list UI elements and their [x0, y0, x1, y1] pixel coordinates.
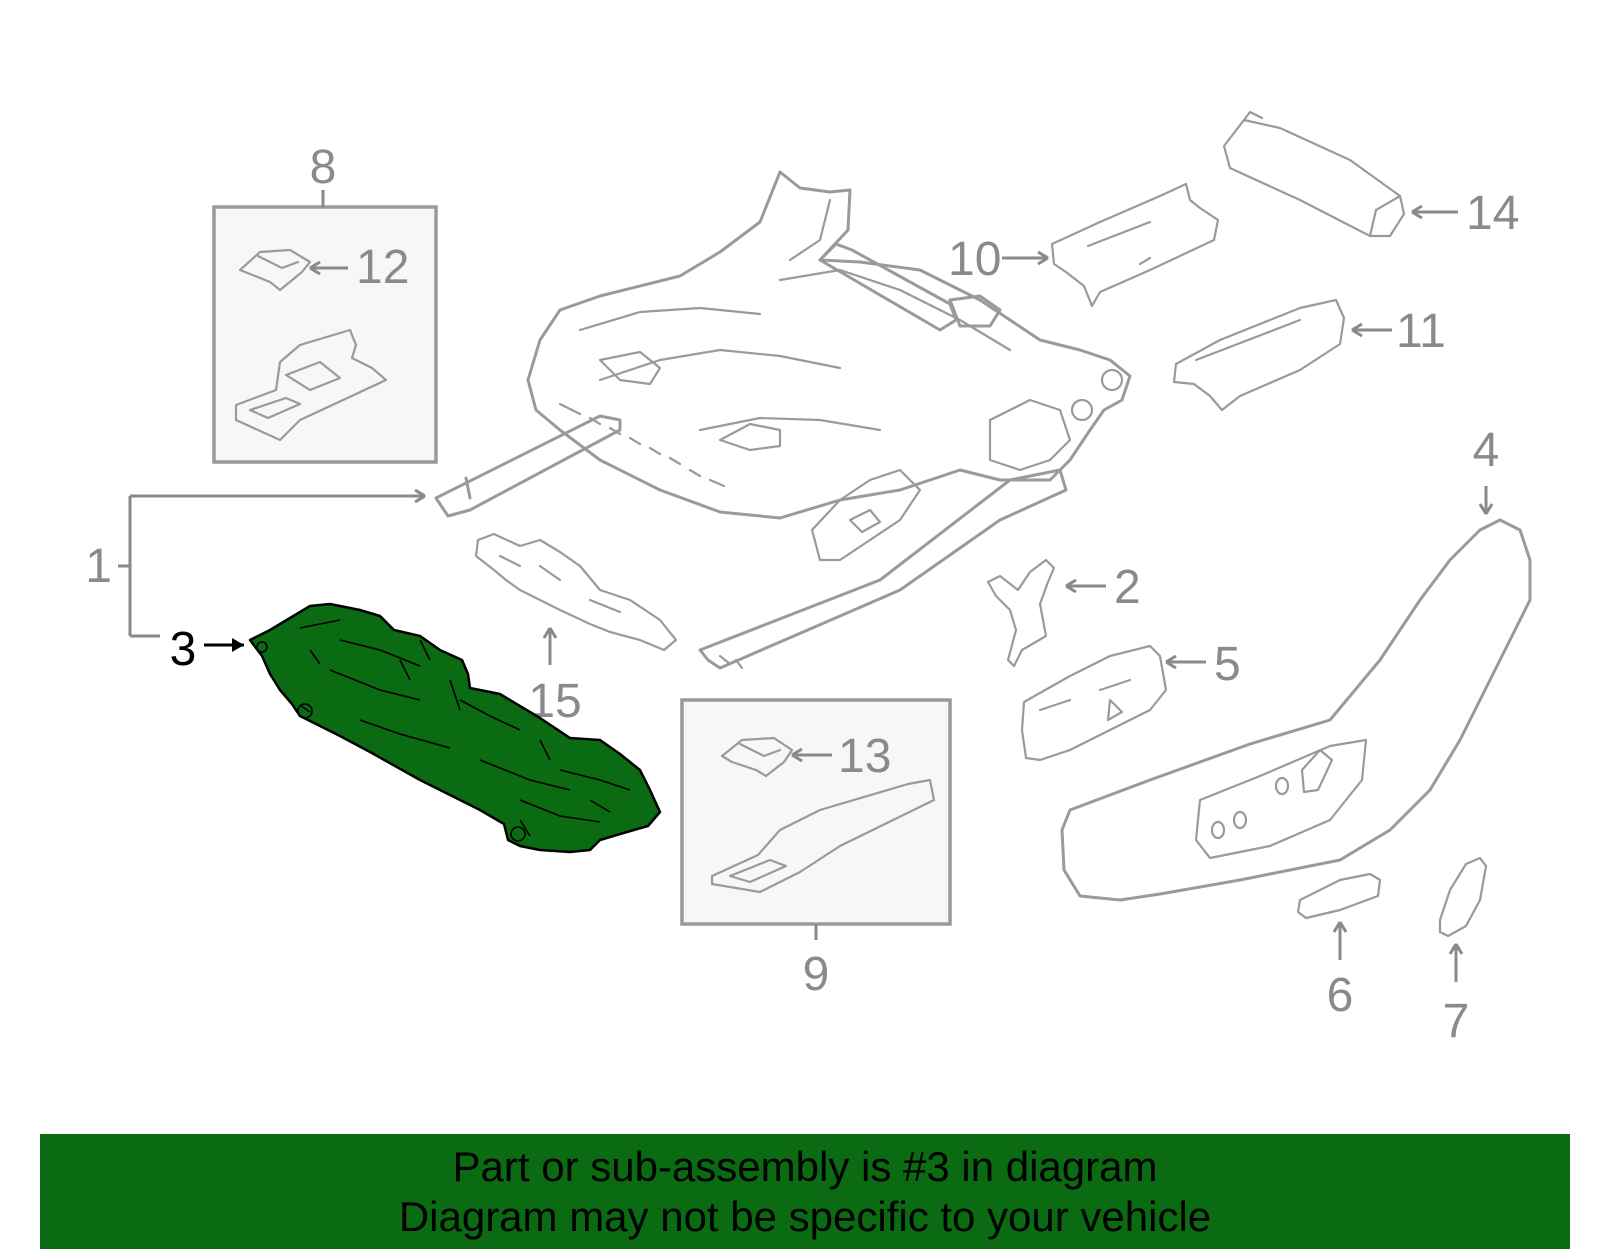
callout-11: 11 [1396, 305, 1446, 358]
callout-8: 8 [310, 141, 337, 194]
inset-box-9 [680, 698, 952, 940]
callout-6: 6 [1327, 969, 1354, 1022]
part-14-module[interactable] [1222, 110, 1458, 238]
callout-7: 7 [1443, 995, 1470, 1048]
part-10-cover[interactable] [1002, 182, 1220, 308]
part-8-bracket[interactable] [234, 328, 388, 442]
part-3-highlighted[interactable] [204, 602, 662, 854]
callout-3: 3 [170, 623, 197, 676]
banner-line-1: Part or sub-assembly is #3 in diagram [452, 1143, 1158, 1190]
part-11-cover[interactable] [1172, 298, 1392, 412]
callout-5: 5 [1214, 638, 1241, 691]
part-4-side-trim[interactable] [1060, 486, 1532, 902]
part-9-bracket[interactable] [710, 778, 936, 894]
callout-14: 14 [1466, 187, 1519, 240]
callout-4: 4 [1473, 424, 1500, 477]
part-13-clip[interactable] [720, 736, 794, 778]
callout-10: 10 [948, 233, 1001, 286]
callout-12: 12 [356, 241, 409, 294]
part-12-clip[interactable] [238, 248, 312, 292]
part-15-harness[interactable] [474, 532, 678, 665]
callout-9: 9 [803, 948, 830, 1001]
callout-13: 13 [838, 730, 891, 783]
banner-line-2: Diagram may not be specific to your vehi… [398, 1193, 1212, 1240]
callout-2: 2 [1114, 561, 1141, 614]
callout-1: 1 [85, 540, 112, 593]
part-2-bracket[interactable] [986, 558, 1106, 668]
info-banner: Part or sub-assembly is #3 in diagram Di… [40, 1134, 1570, 1249]
inset-box-8 [212, 190, 438, 464]
part-7-knob[interactable] [1438, 856, 1488, 982]
part-6-knob[interactable] [1296, 872, 1382, 960]
part-5-switch[interactable] [1020, 644, 1206, 762]
seat-frame-part-1[interactable] [118, 170, 1132, 670]
